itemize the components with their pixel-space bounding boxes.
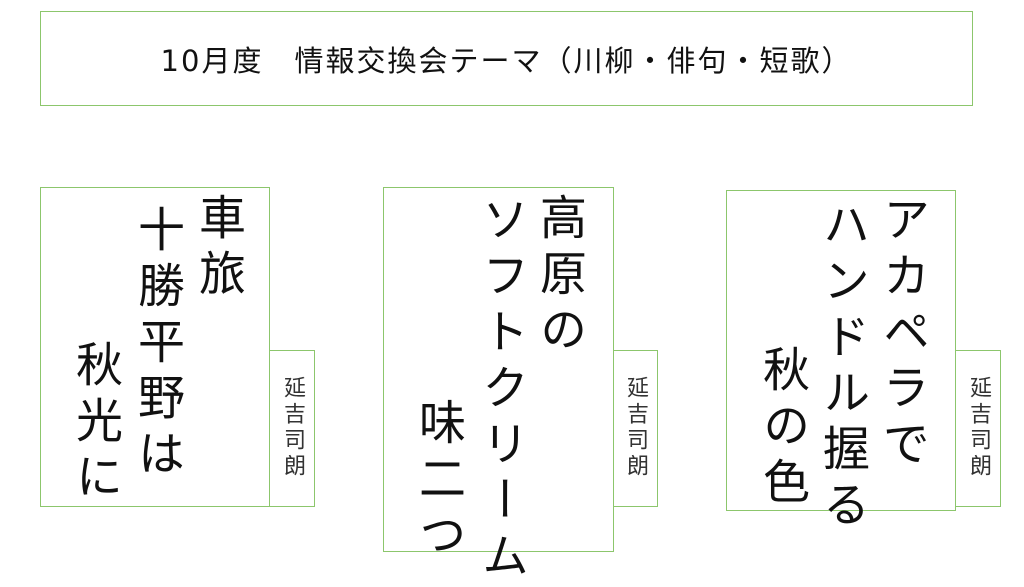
poem-1-author: 延吉司朗	[280, 376, 305, 480]
poem-1-line-3: 秋光に	[67, 340, 122, 508]
poem-card-3	[726, 190, 956, 511]
poem-2-author: 延吉司朗	[623, 376, 648, 480]
poem-2-line-3: 味二つ	[410, 398, 465, 566]
title-box: 10月度 情報交換会テーマ（川柳・俳句・短歌）	[40, 11, 973, 106]
poem-3-author: 延吉司朗	[966, 376, 991, 480]
poem-card-1	[40, 187, 270, 507]
poem-3-line-1: アカペラで	[874, 195, 929, 475]
author-box-1	[269, 350, 315, 507]
poem-3-line-2: ハンドル握る	[814, 200, 869, 536]
slide-title: 10月度 情報交換会テーマ（川柳・俳句・短歌）	[160, 43, 853, 78]
author-box-2	[613, 350, 658, 507]
poem-1-line-1: 車旅	[190, 193, 245, 305]
poem-3-line-3: 秋の色	[754, 345, 809, 513]
poem-2-line-1: 高原の	[531, 193, 586, 361]
poem-2-line-2: ソフトクリーム	[473, 195, 528, 587]
author-box-3	[955, 350, 1001, 507]
poem-card-2	[383, 187, 614, 552]
poem-1-line-2: 十勝平野は	[129, 205, 184, 485]
